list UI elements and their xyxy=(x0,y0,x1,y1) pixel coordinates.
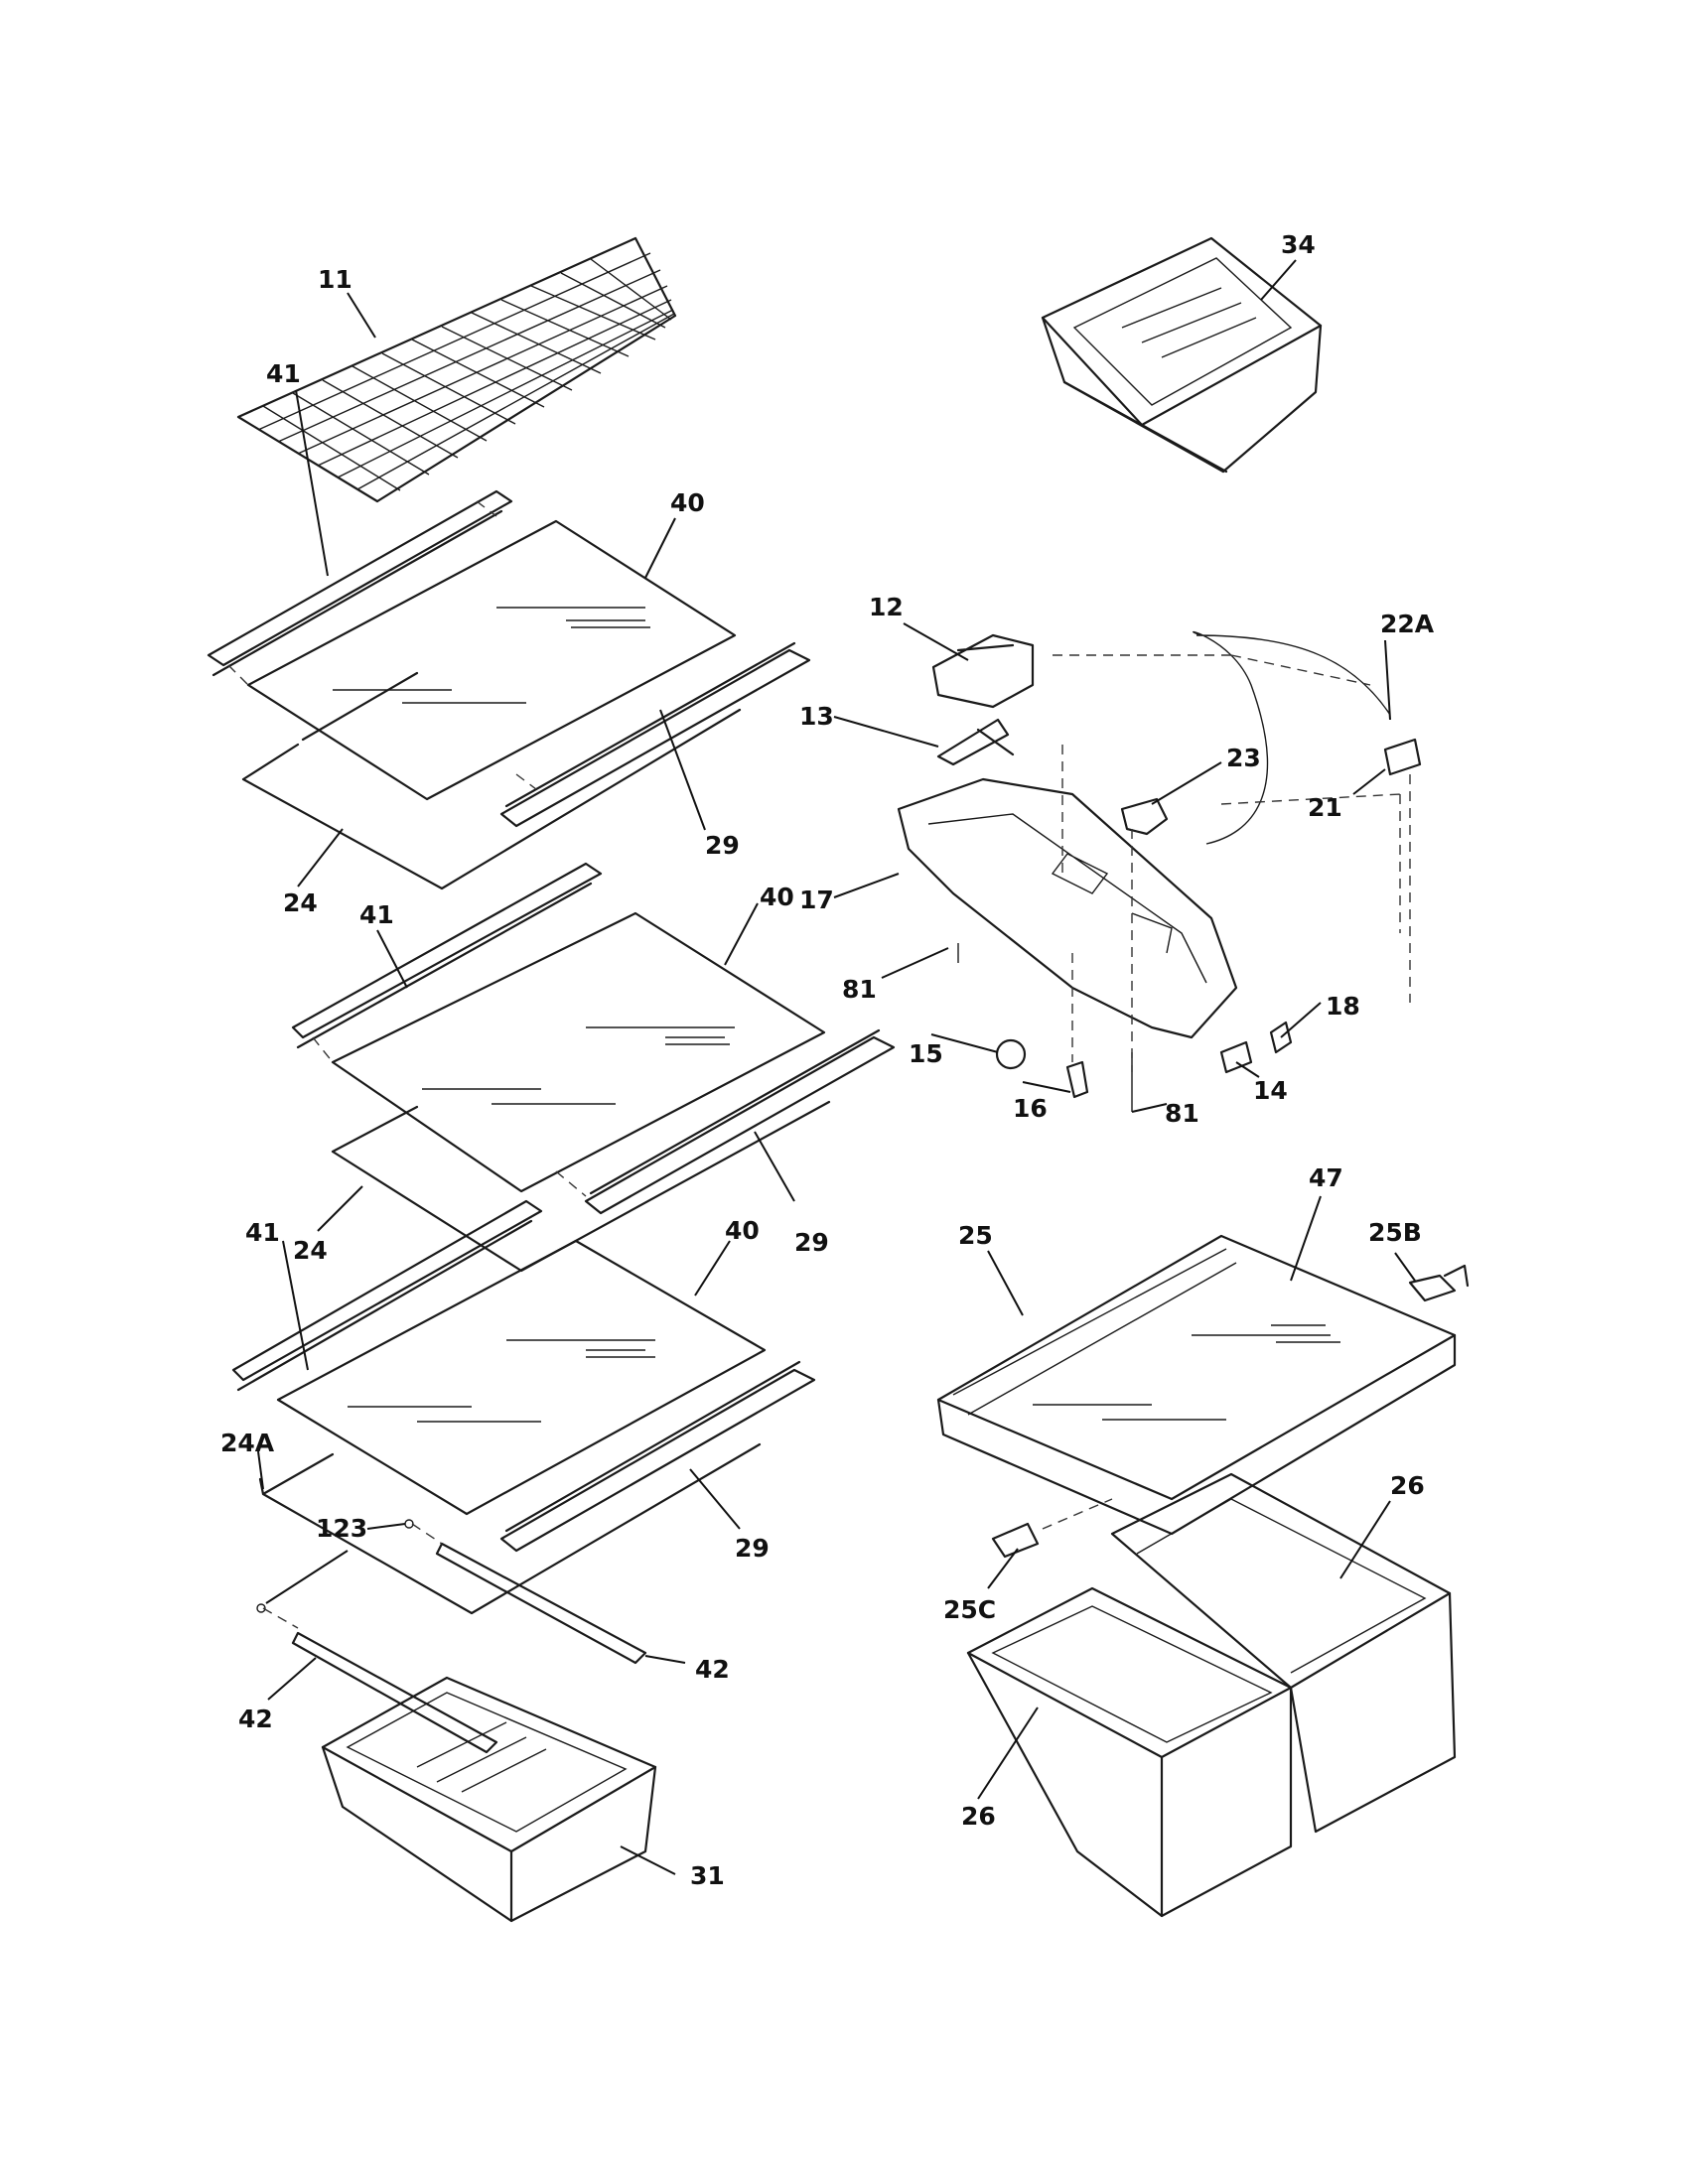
label-81: 81 xyxy=(842,975,877,1004)
shelf-assembly-middle xyxy=(291,862,896,1273)
label-81: 81 xyxy=(1165,1099,1199,1128)
label-16: 16 xyxy=(1013,1094,1048,1123)
wire-shelf-11 xyxy=(236,236,677,503)
label-40: 40 xyxy=(670,488,705,517)
label-41: 41 xyxy=(266,359,301,388)
leader-lines xyxy=(257,259,1416,1875)
label-25B: 25B xyxy=(1368,1218,1422,1247)
label-23: 23 xyxy=(1226,744,1261,772)
label-24: 24 xyxy=(283,888,318,917)
callout-labels: 11 34 41 40 29 24 41 40 29 24 41 40 29 2… xyxy=(220,230,1435,1890)
label-24: 24 xyxy=(293,1236,328,1265)
label-40: 40 xyxy=(760,883,794,911)
label-42: 42 xyxy=(238,1705,273,1733)
label-41: 41 xyxy=(245,1218,280,1247)
crisper-drawers-26 xyxy=(966,1472,1457,1918)
label-13: 13 xyxy=(799,702,834,731)
shelf-assembly-lower xyxy=(231,1199,816,1665)
label-25C: 25C xyxy=(943,1595,996,1624)
label-22A: 22A xyxy=(1380,610,1435,638)
label-15: 15 xyxy=(909,1039,943,1068)
label-29: 29 xyxy=(735,1534,770,1563)
shelf-assembly-upper xyxy=(207,489,811,890)
label-24A: 24A xyxy=(220,1429,275,1457)
label-29: 29 xyxy=(705,831,740,860)
drawer-assembly-31 xyxy=(291,1631,657,1923)
label-29: 29 xyxy=(794,1228,829,1257)
label-123: 123 xyxy=(316,1514,367,1543)
crisper-cover-25 xyxy=(936,1234,1470,1559)
label-41: 41 xyxy=(359,900,394,929)
label-31: 31 xyxy=(690,1861,725,1890)
label-17: 17 xyxy=(799,886,834,914)
label-47: 47 xyxy=(1309,1163,1343,1192)
label-42: 42 xyxy=(695,1655,730,1684)
label-14: 14 xyxy=(1253,1076,1288,1105)
label-21: 21 xyxy=(1308,793,1342,822)
crisper-bin-34 xyxy=(1041,236,1323,474)
label-25: 25 xyxy=(958,1221,993,1250)
label-18: 18 xyxy=(1326,992,1360,1021)
label-11: 11 xyxy=(318,265,352,294)
label-26: 26 xyxy=(1390,1471,1425,1500)
label-26: 26 xyxy=(961,1802,996,1831)
label-40: 40 xyxy=(725,1216,760,1245)
label-34: 34 xyxy=(1281,230,1316,259)
light-housing-assembly xyxy=(897,630,1422,1112)
label-12: 12 xyxy=(869,593,904,621)
